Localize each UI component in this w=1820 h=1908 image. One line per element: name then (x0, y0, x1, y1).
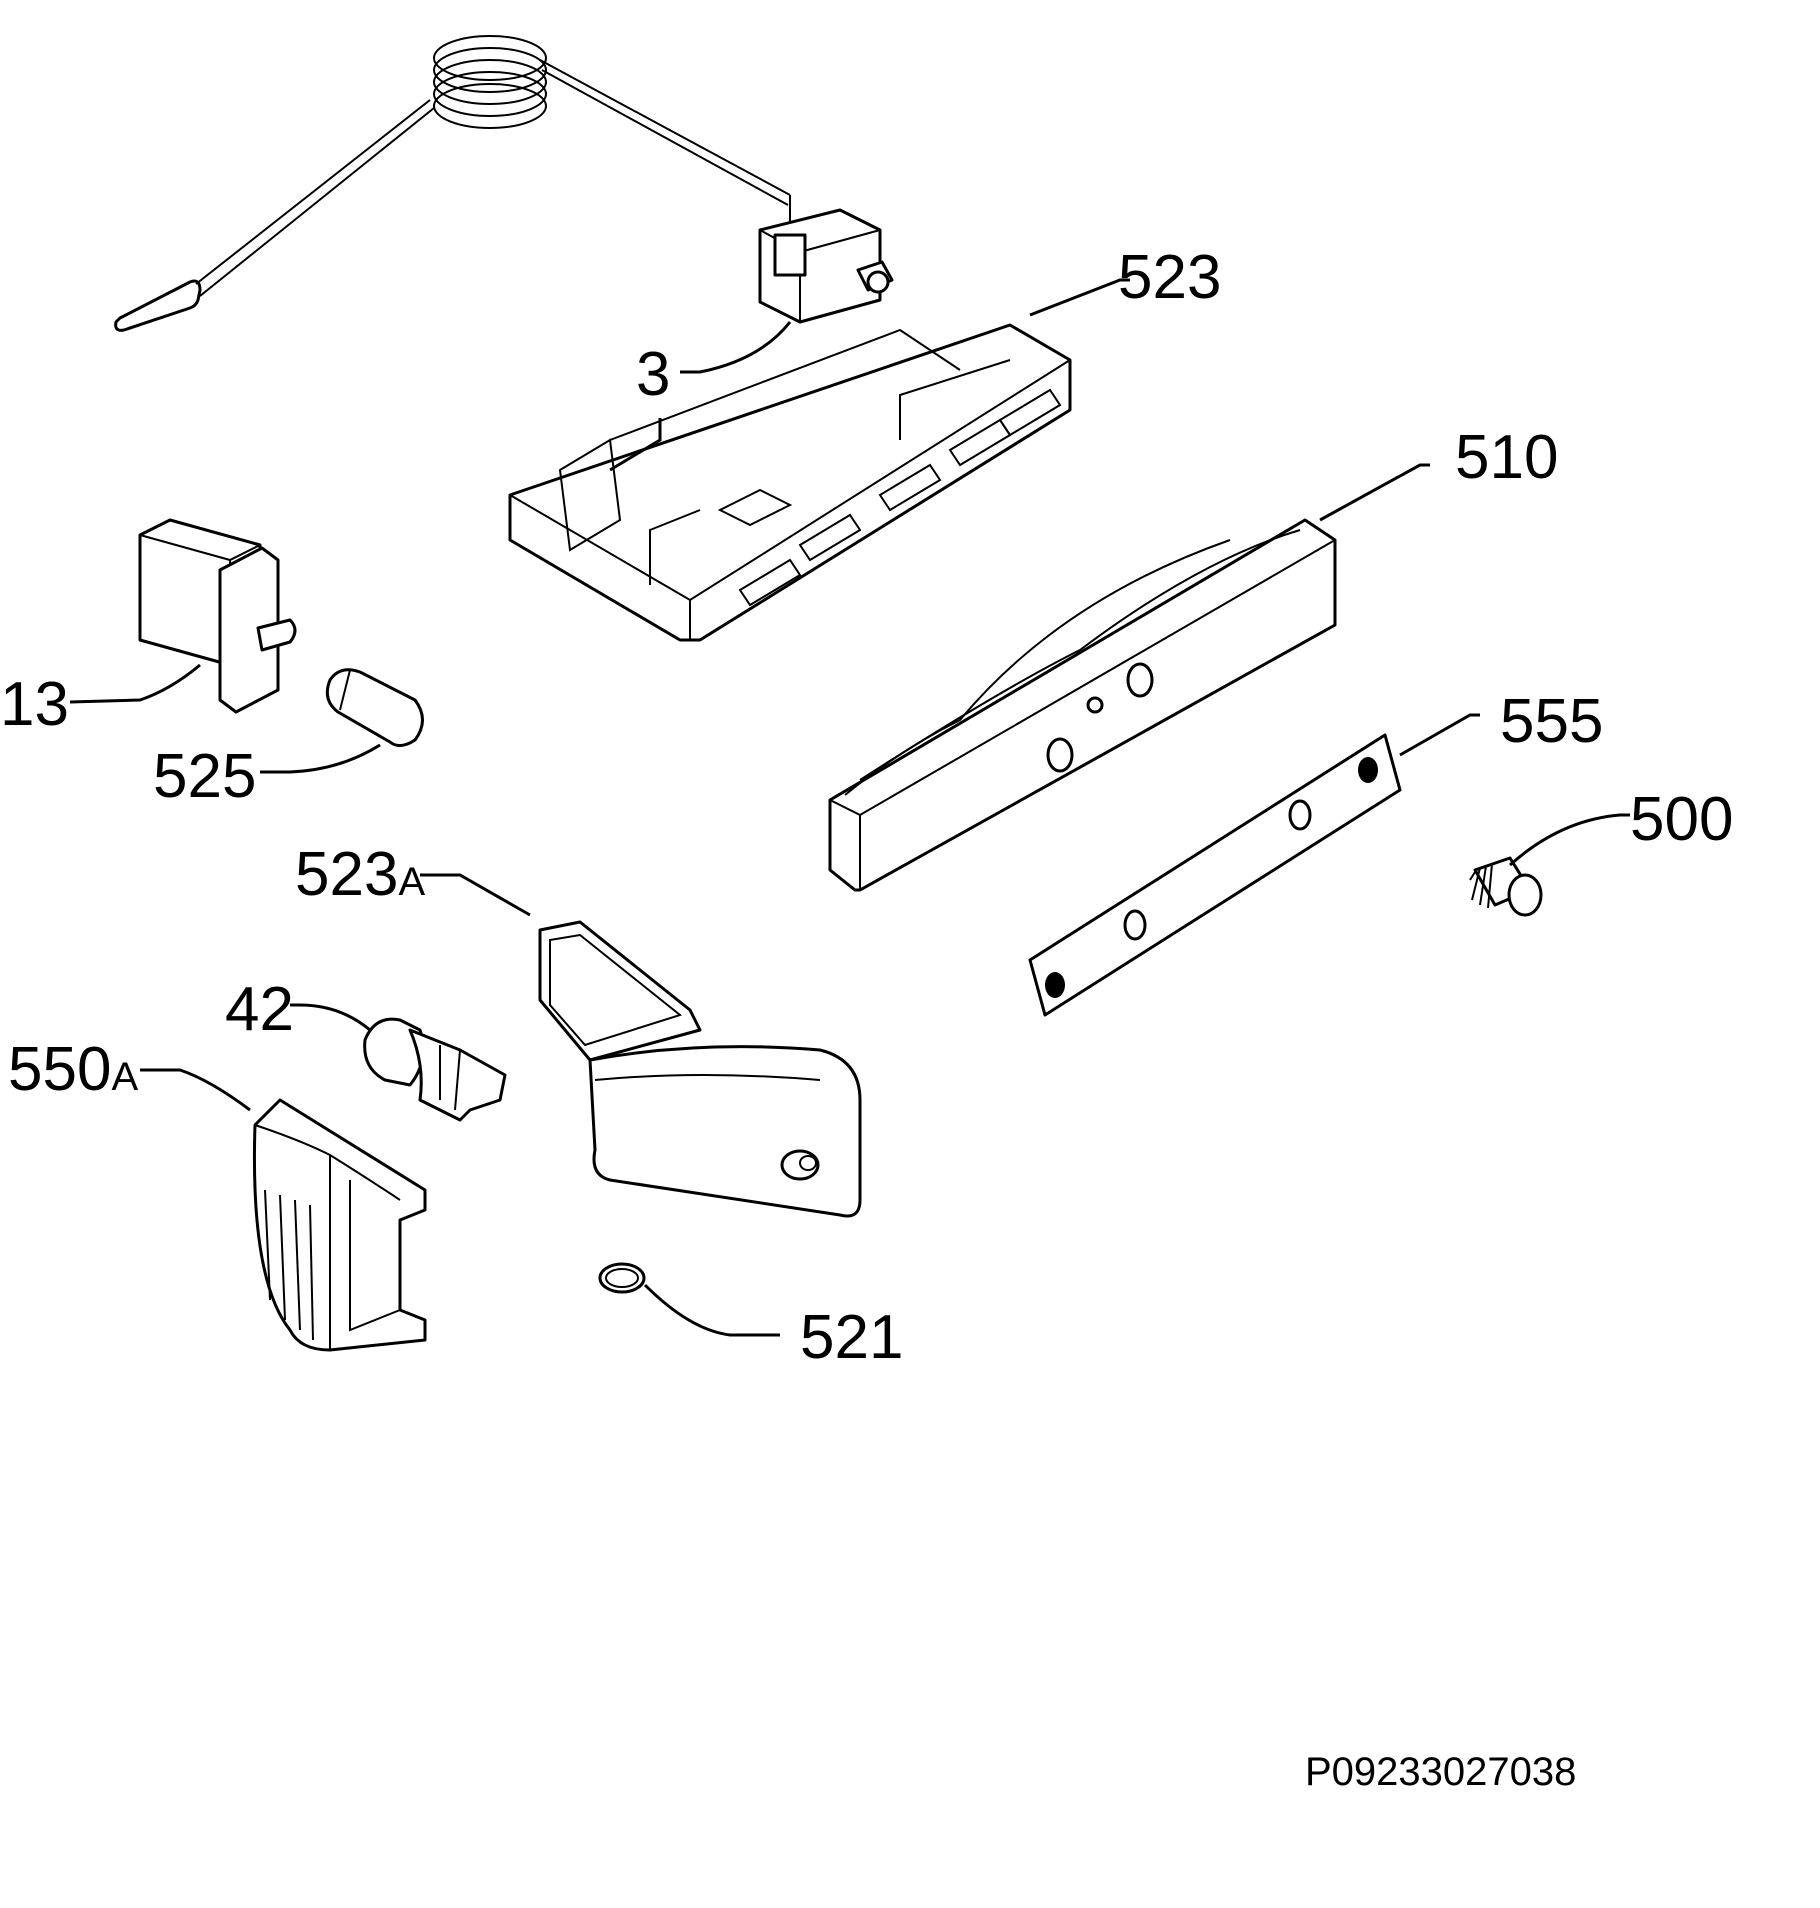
connector-part-500 (1469, 813, 1630, 917)
lamp-part-525 (260, 668, 424, 774)
callout-3: 3 (636, 340, 670, 409)
callout-13: 13 (0, 670, 69, 739)
callout-521: 521 (800, 1303, 903, 1372)
callout-523a: 523A (295, 840, 425, 909)
callout-523: 523 (1118, 243, 1221, 312)
callout-523a-number: 523 (295, 840, 398, 909)
switch-part-13 (69, 518, 297, 714)
panel-part-510 (828, 463, 1430, 892)
callout-550a-suffix: A (111, 1055, 138, 1099)
callout-555: 555 (1500, 687, 1603, 756)
callout-550a: 550A (8, 1035, 138, 1104)
callout-550a-number: 550 (8, 1035, 111, 1104)
drawing-code: P09233027038 (1305, 1750, 1576, 1794)
callout-510: 510 (1455, 423, 1558, 492)
callout-525: 525 (153, 742, 256, 811)
knob-housing-part-523a (420, 873, 862, 1218)
callout-500: 500 (1630, 785, 1733, 854)
callout-42: 42 (225, 975, 294, 1044)
knob-part-550a (140, 1068, 427, 1352)
housing-part-523 (508, 278, 1130, 642)
o-ring-part-521 (598, 1262, 780, 1337)
part-42 (290, 1003, 507, 1122)
callout-523a-suffix: A (398, 860, 425, 904)
strip-part-555 (1028, 713, 1480, 1017)
thermostat-part-3 (114, 35, 894, 374)
